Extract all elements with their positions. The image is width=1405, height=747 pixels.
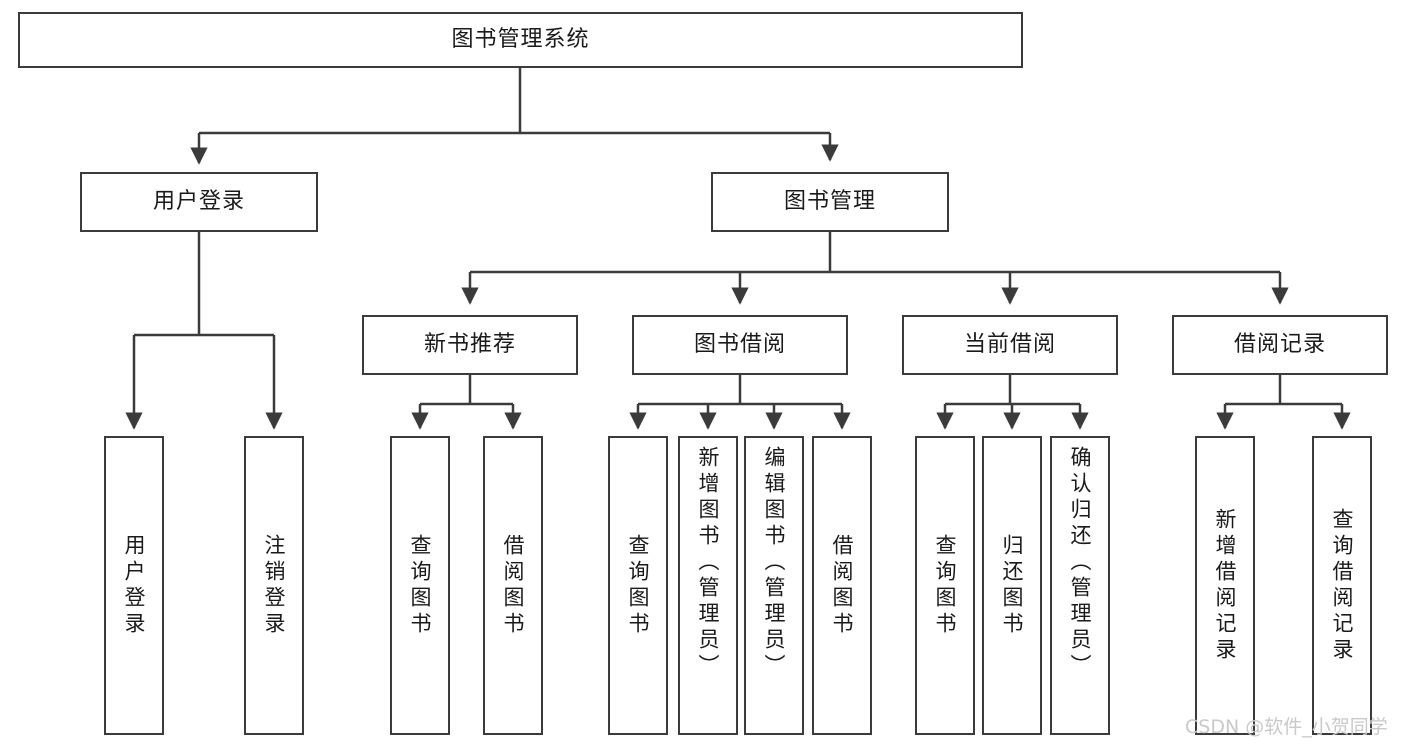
node-new-book-recommend[interactable]: 新书推荐	[362, 315, 578, 375]
node-root-label: 图书管理系统	[451, 27, 590, 53]
node-user-login[interactable]: 用户登录	[80, 172, 318, 232]
node-leaf-query-record-label: 查询借阅记录	[1330, 507, 1355, 664]
node-root[interactable]: 图书管理系统	[18, 12, 1023, 68]
node-leaf-add-record[interactable]: 新增借阅记录	[1195, 436, 1255, 735]
node-leaf-user-login-label: 用户登录	[122, 533, 147, 638]
node-current-borrow[interactable]: 当前借阅	[902, 315, 1118, 375]
node-user-login-label: 用户登录	[152, 189, 245, 215]
node-leaf-borrow-book-2-label: 借阅图书	[830, 533, 855, 638]
node-leaf-logout-login-label: 注销登录	[262, 533, 287, 638]
node-leaf-return-book-label: 归还图书	[1000, 533, 1025, 638]
node-leaf-borrow-book-1[interactable]: 借阅图书	[483, 436, 543, 735]
node-leaf-query-book-2[interactable]: 查询图书	[608, 436, 668, 735]
csdn-watermark: CSDN @软件_小贺同学	[1185, 716, 1388, 738]
node-leaf-query-book-1[interactable]: 查询图书	[390, 436, 450, 735]
node-leaf-borrow-book-1-label: 借阅图书	[501, 533, 526, 638]
node-leaf-logout-login[interactable]: 注销登录	[244, 436, 304, 735]
node-leaf-query-book-1-label: 查询图书	[408, 533, 433, 638]
node-leaf-edit-book-label: 编辑图书（管理员）	[762, 446, 787, 680]
node-leaf-edit-book[interactable]: 编辑图书（管理员）	[744, 436, 804, 735]
node-book-borrow-label: 图书借阅	[693, 332, 786, 358]
node-leaf-query-book-3-label: 查询图书	[933, 533, 958, 638]
node-leaf-confirm-return[interactable]: 确认归还（管理员）	[1050, 436, 1110, 735]
node-leaf-query-book-3[interactable]: 查询图书	[915, 436, 975, 735]
node-leaf-return-book[interactable]: 归还图书	[982, 436, 1042, 735]
node-current-borrow-label: 当前借阅	[963, 332, 1056, 358]
node-book-borrow[interactable]: 图书借阅	[632, 315, 848, 375]
node-leaf-borrow-book-2[interactable]: 借阅图书	[812, 436, 872, 735]
node-new-book-recommend-label: 新书推荐	[423, 332, 516, 358]
node-leaf-add-book[interactable]: 新增图书（管理员）	[678, 436, 738, 735]
node-leaf-user-login[interactable]: 用户登录	[104, 436, 164, 735]
node-book-management[interactable]: 图书管理	[711, 172, 949, 232]
node-borrow-record-label: 借阅记录	[1233, 332, 1326, 358]
node-leaf-confirm-return-label: 确认归还（管理员）	[1068, 446, 1093, 680]
node-borrow-record[interactable]: 借阅记录	[1172, 315, 1388, 375]
node-book-management-label: 图书管理	[783, 189, 876, 215]
node-leaf-add-record-label: 新增借阅记录	[1213, 507, 1238, 664]
node-leaf-query-record[interactable]: 查询借阅记录	[1312, 436, 1372, 735]
node-leaf-query-book-2-label: 查询图书	[626, 533, 651, 638]
node-leaf-add-book-label: 新增图书（管理员）	[696, 446, 721, 680]
